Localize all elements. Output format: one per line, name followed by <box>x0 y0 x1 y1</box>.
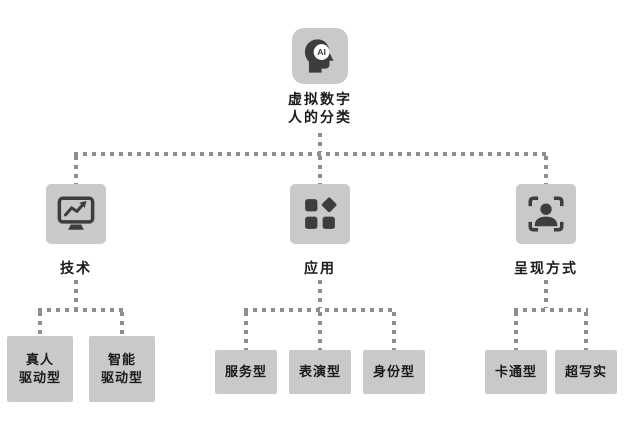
connector-root-stem <box>318 133 322 152</box>
branch-label-tech: 技术 <box>60 260 92 276</box>
branch-label-app: 应用 <box>304 260 336 276</box>
connector-tech-child1 <box>38 312 42 336</box>
branch-node-present <box>516 184 576 244</box>
connector-present-rail <box>514 308 588 312</box>
connector-drop-present <box>544 156 548 184</box>
branch-node-tech <box>46 184 106 244</box>
leaf-box-identity-type: 身份型 <box>363 350 425 394</box>
connector-top-rail <box>74 152 548 156</box>
connector-app-rail <box>244 308 396 312</box>
leaf-box-real-person-driven: 真人 驱动型 <box>7 336 73 402</box>
ai-icon-text: AI <box>317 47 326 57</box>
connector-app-child3 <box>392 312 396 350</box>
leaf-box-service-type: 服务型 <box>215 350 277 394</box>
leaf-box-hyperrealistic-type: 超写实 <box>555 350 617 394</box>
root-label: 虚拟数字 人的分类 <box>288 91 352 125</box>
leaf-box-ai-driven: 智能 驱动型 <box>89 336 155 402</box>
connector-tech-stem <box>74 280 78 308</box>
portrait-scan-icon <box>528 196 564 232</box>
monitor-chart-icon <box>57 196 95 230</box>
connector-app-child2 <box>318 312 322 350</box>
connector-app-child1 <box>244 312 248 350</box>
connector-tech-child2 <box>120 312 124 336</box>
connector-present-child1 <box>514 312 518 350</box>
connector-tech-rail <box>38 308 124 312</box>
ai-head-icon: AI <box>304 39 334 73</box>
branch-label-present: 呈现方式 <box>514 260 578 276</box>
connector-drop-app <box>318 156 322 184</box>
connector-drop-tech <box>74 156 78 184</box>
root-node: AI <box>292 28 348 84</box>
branch-node-app <box>290 184 350 244</box>
leaf-box-cartoon-type: 卡通型 <box>485 350 547 394</box>
connector-present-child2 <box>584 312 588 350</box>
connector-app-stem <box>318 280 322 308</box>
leaf-box-performance-type: 表演型 <box>289 350 351 394</box>
grid-shapes-icon <box>305 197 337 229</box>
connector-present-stem <box>544 280 548 308</box>
